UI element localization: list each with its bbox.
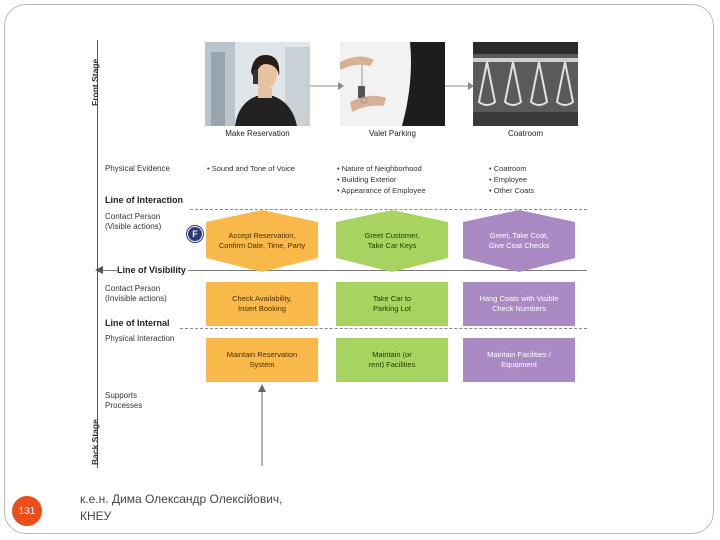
photo-flow-arrows bbox=[310, 82, 474, 90]
chevron-green-shape bbox=[336, 210, 448, 272]
evidence-item: • Nature of Neighborhood bbox=[337, 164, 422, 173]
visible-action-valet: Greet Customer, Take Car Keys bbox=[364, 231, 420, 250]
evidence-col-2: • Nature of Neighborhood • Building Exte… bbox=[337, 163, 426, 196]
photo-make-reservation bbox=[205, 42, 310, 126]
fail-point-icon: F bbox=[187, 226, 203, 242]
row-physical-interaction: Physical Interaction bbox=[105, 334, 175, 343]
coat-hangers-photo-icon bbox=[473, 42, 578, 126]
visibility-arrow-left-icon bbox=[95, 266, 103, 274]
row-contact-visible: Contact Person (Visible actions) bbox=[105, 212, 162, 231]
photo-valet-parking bbox=[340, 42, 445, 126]
support-process-valet: Maintain (or rent) Facilities bbox=[336, 338, 448, 382]
upward-arrow-icon bbox=[258, 384, 266, 466]
front-stage-label: Front Stage bbox=[90, 58, 100, 106]
evidence-item: • Sound and Tone of Voice bbox=[207, 164, 295, 173]
row-contact-invisible: Contact Person (Invisible actions) bbox=[105, 284, 167, 303]
caption-make-reservation: Make Reservation bbox=[205, 127, 310, 141]
visible-action-coat: Greet, Take Coat, Give Coat Checks bbox=[488, 231, 550, 250]
row-support-processes: Supports Processes bbox=[105, 391, 143, 410]
line-of-interaction bbox=[190, 209, 587, 210]
slide-frame bbox=[4, 4, 714, 534]
visible-action-reservation: Accept Reservation, Confirm Date, Time, … bbox=[218, 231, 306, 250]
evidence-item: • Coatroom bbox=[489, 164, 527, 173]
evidence-item: • Building Exterior bbox=[337, 175, 397, 184]
evidence-col-3: • Coatroom • Employee • Other Coats bbox=[489, 163, 534, 196]
page-number-badge: 131 bbox=[12, 496, 42, 526]
back-stage-label: Back Stage bbox=[90, 419, 100, 465]
photo-coatroom bbox=[473, 42, 578, 126]
page-number: 131 bbox=[18, 505, 36, 517]
invisible-action-coat: Hang Coats with Visible Check Numbers bbox=[463, 282, 575, 326]
invisible-action-reservation: Check Availability, Insert Booking bbox=[206, 282, 318, 326]
support-process-reservation: Maintain Reservation System bbox=[206, 338, 318, 382]
evidence-item: • Appearance of Employee bbox=[337, 186, 426, 195]
fail-point-letter: F bbox=[192, 229, 198, 239]
arrow-right-icon bbox=[338, 82, 344, 90]
chevron-orange-shape bbox=[206, 210, 318, 272]
footer-author: к.е.н. Дима Олександр Олексійович, КНЕУ bbox=[80, 492, 283, 523]
car-keys-photo-icon bbox=[340, 42, 445, 126]
evidence-col-1: • Sound and Tone of Voice bbox=[207, 163, 295, 174]
caption-coatroom: Coatroom bbox=[473, 127, 578, 141]
woman-phone-photo-icon bbox=[205, 42, 310, 126]
evidence-item: • Other Coats bbox=[489, 186, 535, 195]
invisible-action-valet: Take Car to Parking Lot bbox=[336, 282, 448, 326]
chevron-purple-shape bbox=[463, 210, 575, 272]
stage-axis-line bbox=[97, 40, 98, 468]
arrow-right-icon bbox=[468, 82, 474, 90]
caption-valet-parking: Valet Parking bbox=[340, 127, 445, 141]
line-of-visibility bbox=[98, 270, 587, 271]
line-of-interaction-label: Line of Interaction bbox=[105, 195, 186, 205]
line-of-internal-interaction bbox=[180, 328, 587, 329]
evidence-item: • Employee bbox=[489, 175, 528, 184]
support-process-coat: Maintain Facilities / Equipment bbox=[463, 338, 575, 382]
line-of-visibility-label: Line of Visibility bbox=[117, 265, 188, 275]
line-of-internal-label: Line of Internal bbox=[105, 318, 172, 328]
row-physical-evidence: Physical Evidence bbox=[105, 164, 170, 173]
